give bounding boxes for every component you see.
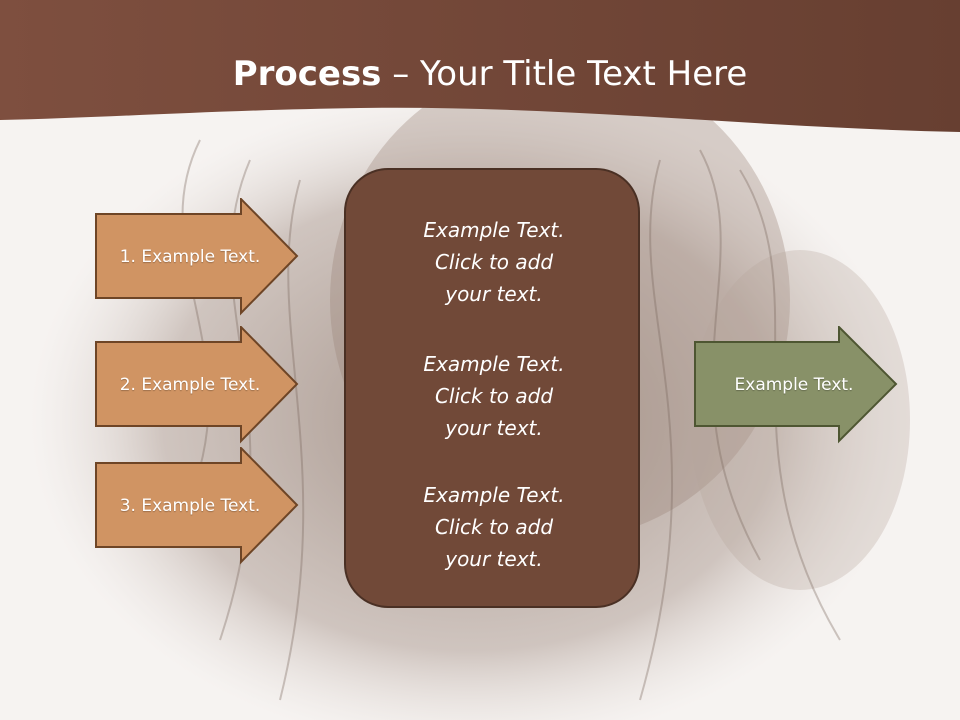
center-paragraph-3: Example Text. Click to add your text.: [423, 483, 565, 571]
right-result-arrow[interactable]: Example Text.: [694, 326, 900, 444]
center-paragraph-1: Example Text. Click to add your text.: [423, 218, 565, 306]
left-arrow-label: 2. Example Text.: [119, 375, 261, 395]
left-arrow-label: 3. Example Text.: [119, 496, 261, 516]
center-paragraph-2: Example Text. Click to add your text.: [423, 352, 565, 440]
right-arrow-shape: [95, 198, 299, 316]
right-arrow-shape: [95, 326, 299, 444]
right-arrow-shape: [694, 326, 898, 444]
left-arrow-3[interactable]: 3. Example Text.: [95, 447, 301, 565]
left-arrow-label: 1. Example Text.: [119, 247, 261, 267]
title-rest: – Your Title Text Here: [381, 54, 748, 94]
header-banner: [0, 0, 960, 132]
right-arrow-shape: [95, 447, 299, 565]
left-arrow-1[interactable]: 1. Example Text.: [95, 198, 301, 316]
slide-title: Process – Your Title Text Here: [0, 52, 960, 96]
right-arrow-label: Example Text.: [734, 375, 854, 395]
center-text-box[interactable]: Example Text. Click to add your text. Ex…: [344, 168, 640, 608]
title-bold: Process: [232, 54, 382, 94]
left-arrow-2[interactable]: 2. Example Text.: [95, 326, 301, 444]
